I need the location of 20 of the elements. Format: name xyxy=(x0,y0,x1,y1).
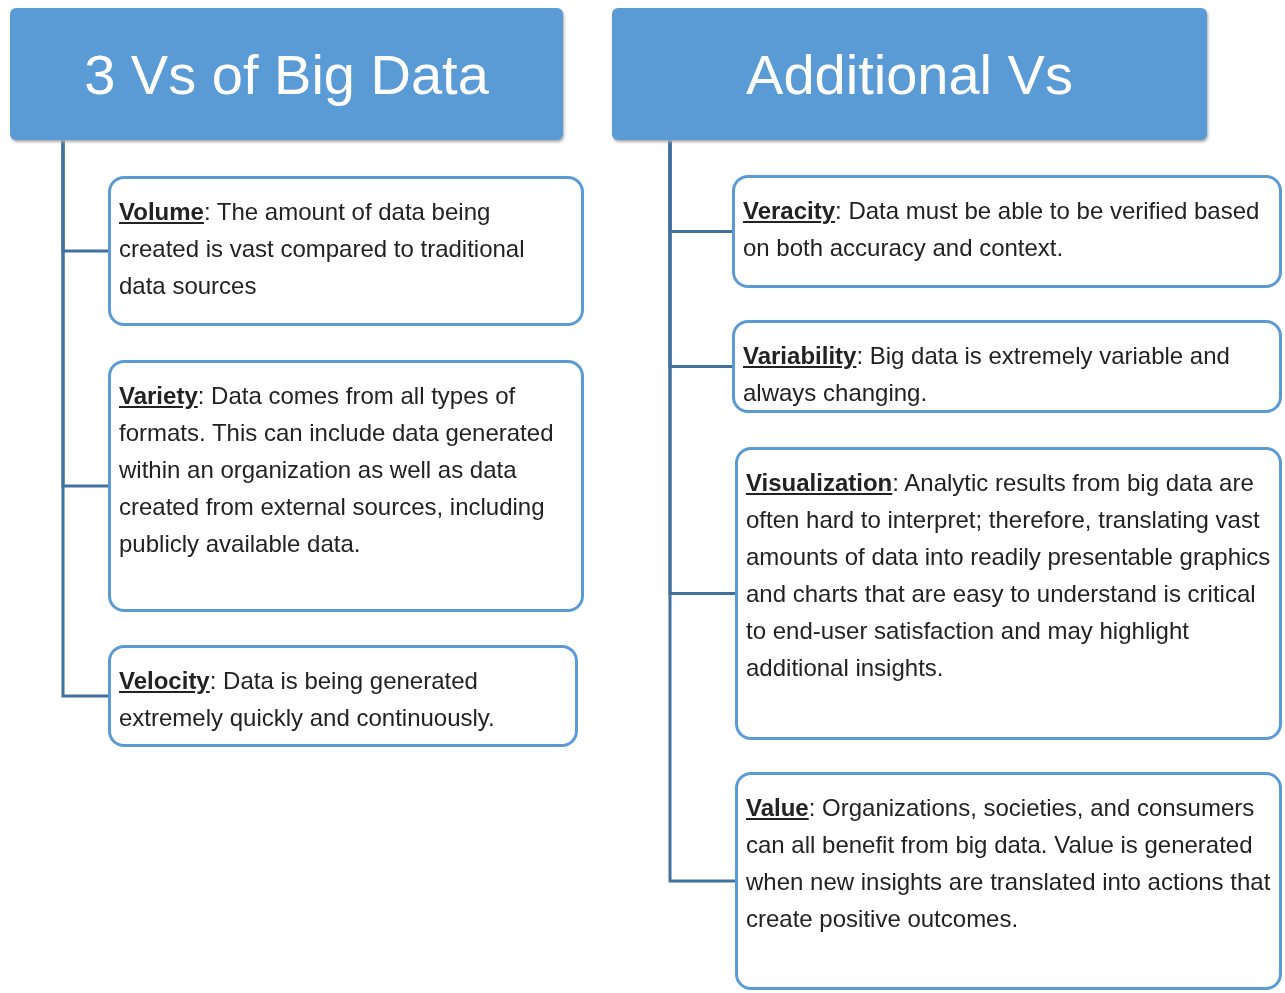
description-box xyxy=(735,772,1282,990)
header-title: 3 Vs of Big Data xyxy=(84,41,489,107)
connector-line xyxy=(61,140,108,698)
description-box xyxy=(108,645,578,747)
header-title: Additional Vs xyxy=(746,41,1073,107)
header-box xyxy=(612,8,1207,140)
description-box xyxy=(108,176,584,326)
connector-line xyxy=(668,140,735,883)
description-text: Volume: The amount of data being created is vast compared to traditional data sources xyxy=(119,197,526,301)
description-box xyxy=(732,320,1282,413)
description-box xyxy=(108,360,584,612)
description-text: Veracity: Data must be able to be verified based on both accuracy and context. xyxy=(743,196,1261,263)
description-box xyxy=(732,175,1282,288)
description-text: Variability: Big data is extremely variable and always changing. xyxy=(743,341,1231,408)
description-text: Variety: Data comes from all types of formats. This can include data generated within an organization as well as data created from external sources, including publicly available data. xyxy=(119,381,555,559)
description-box xyxy=(735,447,1282,740)
description-text: Visualization: Analytic results from big data are often hard to interpret; therefore, translating vast amounts of data into readily presentable graphics and charts that are easy to understand is critical to end-user satisfaction and may highlight additional insights. xyxy=(746,468,1271,683)
header-box xyxy=(10,8,563,140)
description-text: Velocity: Data is being generated extremely quickly and continuously. xyxy=(119,666,496,733)
description-text: Value: Organizations, societies, and consumers can all benefit from big data. Value is generated when new insights are translated into actions that create positive outcomes. xyxy=(746,793,1271,934)
